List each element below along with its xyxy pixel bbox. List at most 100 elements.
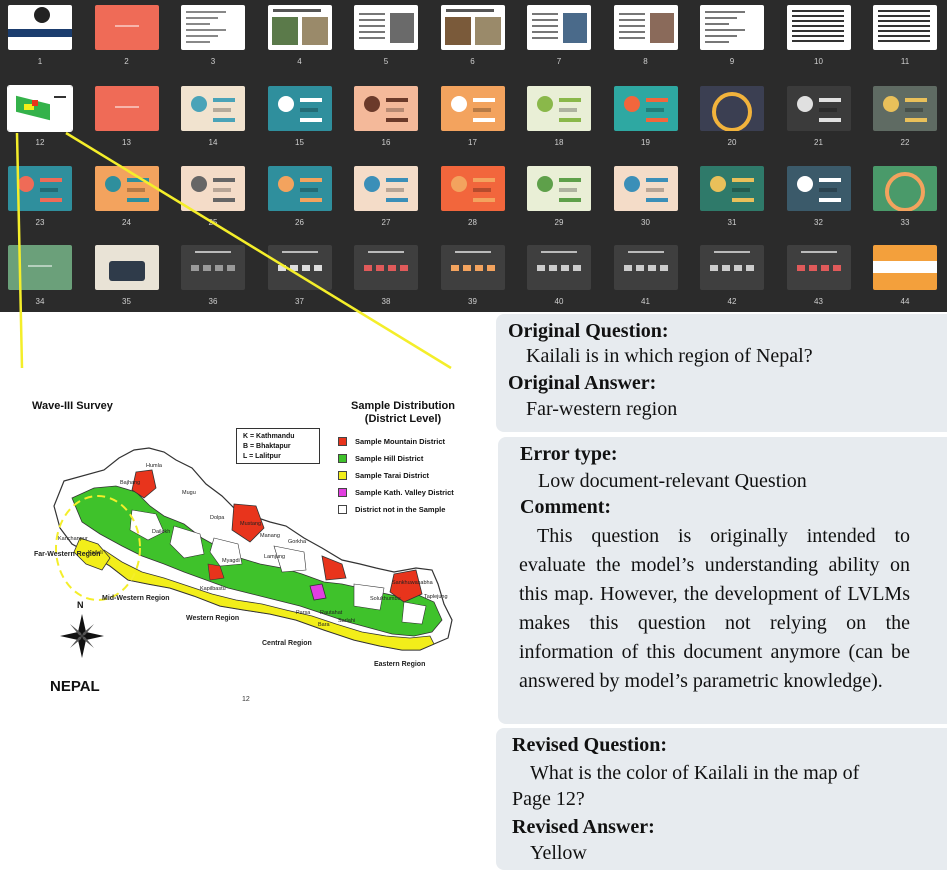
page-number: 12 (242, 696, 250, 703)
kathmandu-valley (309, 583, 327, 601)
thumbnail-graphic (878, 20, 931, 22)
slide-thumbnail[interactable] (181, 166, 245, 211)
slide-thumbnail[interactable] (267, 245, 332, 290)
thumbnail-graphic (791, 25, 844, 27)
slide-thumbnail[interactable] (873, 5, 937, 50)
thumbnail-graphic (472, 108, 491, 112)
thumbnail-graphic (885, 172, 925, 211)
thumbnail-graphic (472, 118, 495, 122)
slide-thumbnail[interactable] (8, 166, 72, 211)
thumbnail-graphic (186, 41, 211, 43)
slide-thumbnail[interactable] (527, 5, 591, 50)
slide-thumbnail[interactable] (354, 166, 418, 211)
thumbnail-graphic (472, 188, 491, 192)
slide-thumbnail[interactable] (267, 86, 332, 131)
slide-thumbnail[interactable] (267, 5, 332, 50)
thumbnail-graphic (301, 265, 310, 271)
slide-thumbnail[interactable] (267, 166, 332, 211)
slide-thumbnail[interactable] (181, 86, 245, 131)
thumbnail-graphic (796, 96, 813, 112)
slide-thumbnail[interactable] (700, 86, 764, 131)
thumbnail-graphic (873, 261, 937, 273)
slide-number: 20 (727, 138, 737, 147)
slide-thumbnail[interactable] (613, 5, 678, 50)
thumbnail-graphic (647, 265, 656, 271)
slide-thumbnail[interactable] (700, 5, 764, 50)
thumbnail-graphic (215, 265, 223, 271)
slide-thumbnail[interactable] (7, 85, 73, 132)
thumbnail-graphic (659, 265, 668, 271)
thumbnail-graphic (645, 178, 668, 182)
thumbnail-graphic (486, 265, 495, 271)
slide-thumbnail[interactable] (440, 5, 505, 50)
slide-thumbnail[interactable] (613, 166, 678, 211)
slide-thumbnail[interactable] (8, 5, 72, 50)
slide-thumbnail[interactable] (613, 245, 678, 290)
slide-thumbnail[interactable] (440, 166, 505, 211)
slide-number: 27 (381, 218, 391, 227)
slide-thumbnail[interactable] (94, 5, 159, 50)
legend-label: District not in the Sample (355, 504, 446, 514)
thumbnail-graphic (376, 265, 384, 271)
slide-number: 28 (468, 218, 477, 227)
legend-swatch (338, 504, 347, 514)
thumbnail-graphic (532, 31, 559, 33)
thumbnail-graphic (627, 251, 664, 253)
thumbnail-graphic (532, 25, 559, 27)
slide-number: 23 (35, 218, 45, 227)
slide-thumbnail[interactable] (786, 166, 851, 211)
hill-districts (71, 485, 443, 637)
label-manang: Manang (260, 533, 280, 539)
slide-thumbnail[interactable] (873, 166, 937, 211)
region-central: Central Region (262, 640, 312, 647)
slide-thumbnail[interactable] (700, 245, 764, 290)
unsampled-district-6 (401, 601, 427, 625)
unsampled-district-4 (273, 545, 307, 573)
slide-thumbnail[interactable] (786, 245, 851, 290)
slide-thumbnail[interactable] (527, 245, 591, 290)
slide-thumbnail[interactable] (94, 166, 159, 211)
thumbnail-graphic (32, 100, 38, 106)
label-mugu: Mugu (182, 490, 196, 496)
thumbnail-graphic (388, 265, 396, 271)
thumbnail-graphic (191, 176, 207, 192)
slide-thumbnail[interactable] (181, 245, 245, 290)
slide-thumbnail[interactable] (354, 5, 418, 50)
slide-thumbnail[interactable] (786, 86, 851, 131)
slide-number: 44 (900, 297, 910, 306)
thumbnail-graphic (705, 29, 746, 31)
error-type-text: Low document-relevant Question (538, 470, 807, 492)
slide-thumbnail[interactable] (94, 86, 159, 131)
slide-thumbnail[interactable] (8, 245, 72, 290)
label-parsa: Parsa (296, 610, 311, 616)
slide-thumbnail[interactable] (354, 86, 418, 131)
legend-item: Sample Kath. Valley District (338, 486, 454, 498)
slide-thumbnail[interactable] (527, 166, 591, 211)
tarai-districts (89, 549, 435, 651)
highlight-circle (55, 495, 141, 601)
slide-thumbnail[interactable] (873, 245, 937, 290)
slide-thumbnail[interactable] (613, 86, 678, 131)
thumbnail-graphic (272, 9, 321, 12)
slide-thumbnail[interactable] (527, 86, 591, 131)
sankhuwasabha-district (389, 569, 423, 603)
thumbnail-graphic (313, 265, 322, 271)
slide-thumbnail[interactable] (181, 5, 245, 50)
slide-thumbnail[interactable] (700, 166, 764, 211)
thumbnail-graphic (126, 198, 149, 202)
thumbnail-graphic (559, 198, 581, 202)
slide-thumbnail[interactable] (440, 86, 505, 131)
label-dailekh: Dailekh (152, 529, 171, 535)
thumbnail-graphic (277, 96, 294, 112)
thumbnail-graphic (359, 31, 386, 33)
slide-thumbnail[interactable] (440, 245, 505, 290)
slide-thumbnail[interactable] (354, 245, 418, 290)
thumbnail-graphic (40, 188, 58, 192)
label-taplejung: Taplejung (424, 594, 448, 600)
slide-thumbnail[interactable] (94, 245, 159, 290)
thumbnail-graphic (800, 251, 837, 253)
unsampled-district-5 (353, 583, 385, 611)
thumbnail-graphic (559, 98, 581, 102)
slide-thumbnail[interactable] (786, 5, 851, 50)
slide-thumbnail[interactable] (873, 86, 937, 131)
